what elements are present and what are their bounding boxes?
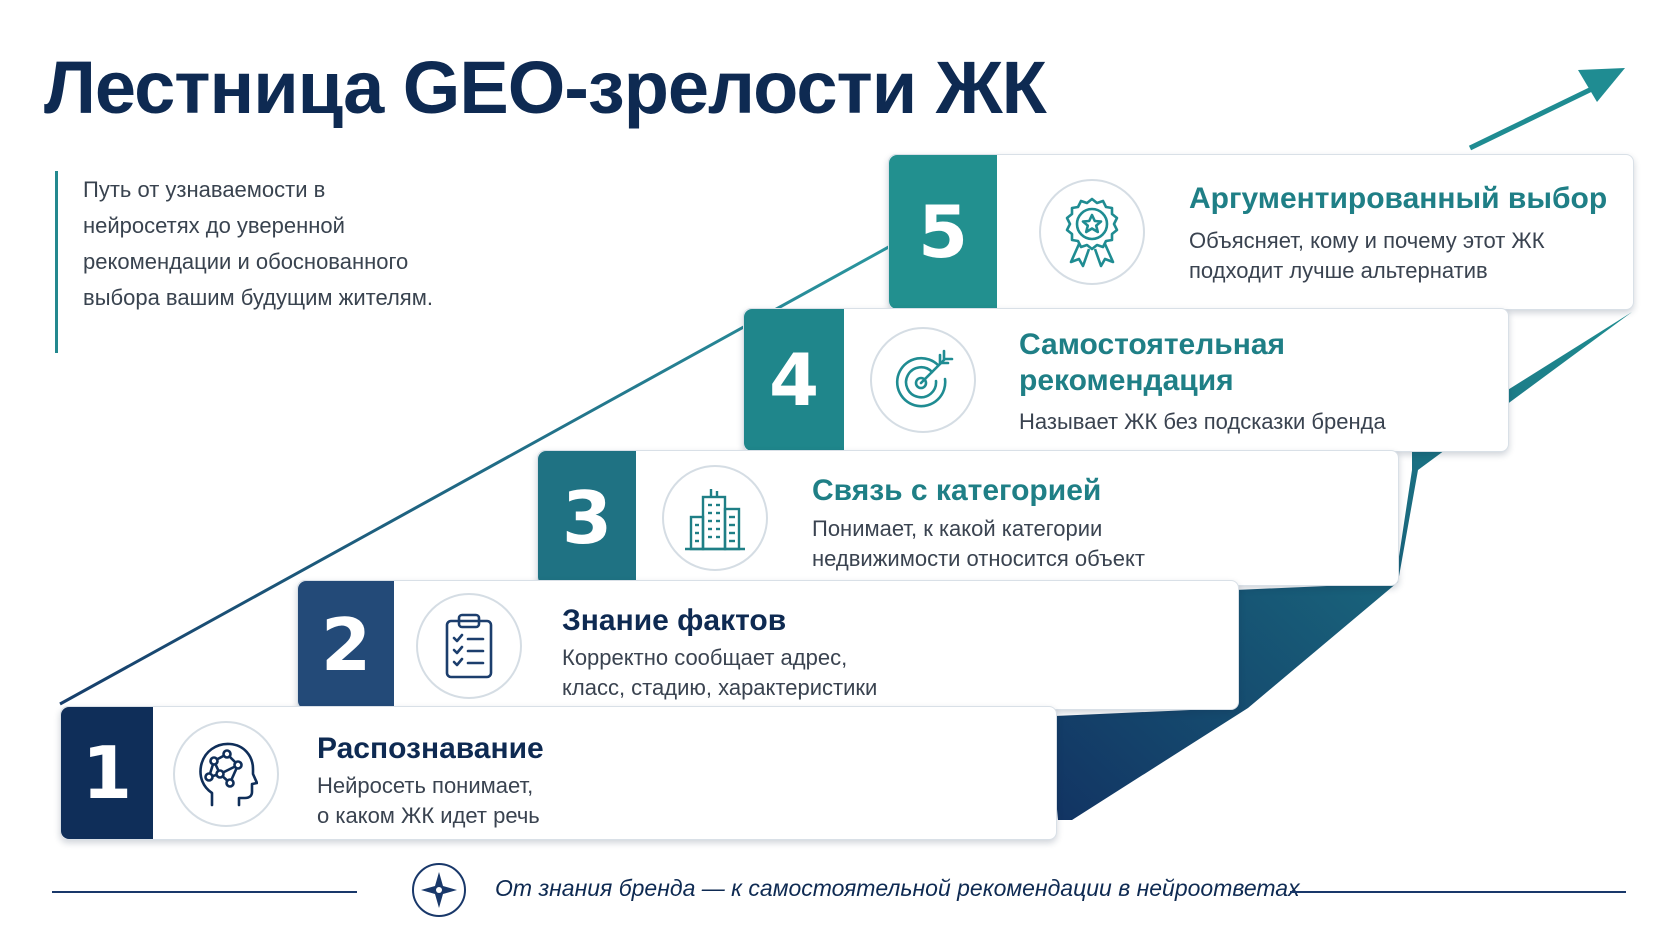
step-number: 4 xyxy=(744,309,844,451)
step-title-line-1: Самостоятельная xyxy=(1019,328,1286,361)
step-description-line-1: Называет ЖК без подсказки бренда xyxy=(1019,409,1386,434)
award-badge-icon xyxy=(1039,179,1145,285)
footer-line-left xyxy=(52,891,357,893)
footer-line-right xyxy=(1290,891,1626,893)
step-5: 5 Аргументированный выбор Объясняет, ком… xyxy=(888,154,1634,310)
step-title: Знание фактов xyxy=(562,604,787,637)
step-2: 2 Знание фактов Корректно сообщает адрес… xyxy=(297,580,1239,710)
step-4: 4 Самостоятельная рекомендация Называет … xyxy=(743,308,1509,452)
step-number: 3 xyxy=(538,451,636,585)
ascent-arrow-shaft xyxy=(1468,82,1602,151)
step-number: 5 xyxy=(889,155,997,309)
step-title: Распознавание xyxy=(317,732,544,765)
step-1: 1 Распознавание Нейросеть понимае xyxy=(60,706,1057,840)
step-number: 2 xyxy=(298,581,394,709)
step-description-line-1: Объясняет, кому и почему этот ЖК xyxy=(1189,228,1545,253)
intro-text: Путь от узнаваемости в нейросетях до уве… xyxy=(83,177,433,310)
step-description-line-1: Корректно сообщает адрес, xyxy=(562,645,848,670)
step-description-line-2: класс, стадию, характеристики xyxy=(562,675,878,700)
step-title-line-2: рекомендация xyxy=(1019,364,1234,397)
intro-accent-bar xyxy=(55,171,58,353)
step-description-line-1: Нейросеть понимает, xyxy=(317,773,534,798)
step-number: 1 xyxy=(61,707,153,839)
ascent-arrow-head xyxy=(1578,68,1625,102)
step-description-line-2: подходит лучше альтернатив xyxy=(1189,258,1488,283)
step-description-line-2: о каком ЖК идет речь xyxy=(317,803,540,828)
step-title: Аргументированный выбор xyxy=(1189,182,1608,215)
stair-shadow xyxy=(1055,296,1632,820)
step-title: Связь с категорией xyxy=(812,474,1102,507)
step-description-line-1: Понимает, к какой категории xyxy=(812,516,1103,541)
step-3: 3 Связь с категорией Понимает, к какой к… xyxy=(537,450,1399,586)
page-title: Лестница GEO-зрелости ЖК xyxy=(44,46,1047,129)
footer-caption: От знания бренда — к самостоятельной рек… xyxy=(495,875,1300,901)
buildings-icon xyxy=(662,465,768,571)
compass-star-icon xyxy=(412,863,466,917)
target-arrow-icon xyxy=(870,327,976,433)
head-network-icon xyxy=(173,721,279,827)
clipboard-checklist-icon xyxy=(416,593,522,699)
step-description-line-2: недвижимости относится объект xyxy=(812,546,1145,571)
